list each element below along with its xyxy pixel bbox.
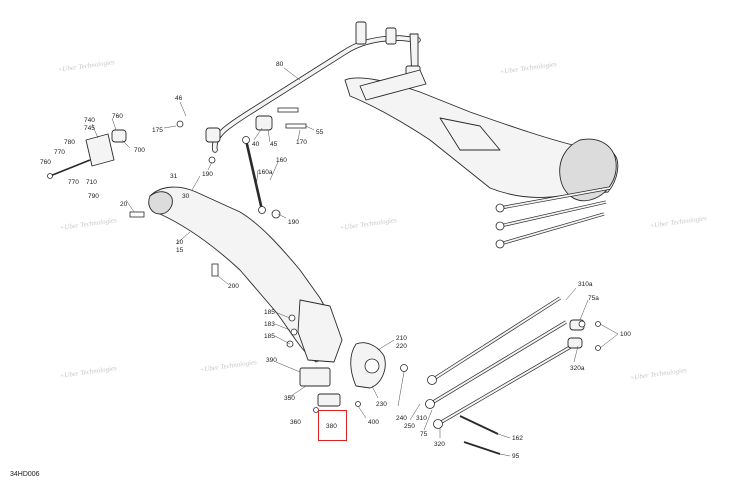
diagram-id: 34HD006 <box>10 471 40 478</box>
callout-label: 200 <box>228 283 239 290</box>
watermark: +Uber Technologies <box>499 60 557 76</box>
callout-label: 400 <box>368 419 379 426</box>
callout-label: 360 <box>290 419 301 426</box>
watermark: +Uber Technologies <box>59 364 117 380</box>
callout-label: 240 <box>396 415 407 422</box>
callout-label: 230 <box>376 401 387 408</box>
callout-label: 170 <box>296 139 307 146</box>
callout-label: 320a <box>570 365 585 372</box>
callout-label: 30 <box>182 193 190 200</box>
sway-bar-link <box>242 136 281 219</box>
callout-label-highlighted: 380 <box>326 423 337 430</box>
callout-label: 80 <box>276 61 284 68</box>
callout-label: 160 <box>276 157 287 164</box>
callout-label: 75 <box>420 431 428 438</box>
watermark: +Uber Technologies <box>629 366 687 382</box>
callout-label: 175 <box>152 127 163 134</box>
callout-label: 20 <box>120 201 128 208</box>
callout-label: 40 <box>252 141 260 148</box>
watermark: +Uber Technologies <box>199 358 257 374</box>
callout-label: 46 <box>175 95 183 102</box>
watermark: +Uber Technologies <box>57 58 115 74</box>
callout-label: 185 <box>264 333 275 340</box>
watermark: +Uber Technologies <box>649 214 707 230</box>
callout-label: 55 <box>316 129 324 136</box>
callout-label: 160a <box>258 169 273 176</box>
callout-label: 190 <box>202 171 213 178</box>
callout-label: 310 <box>416 415 427 422</box>
rear-trailing-arm-left <box>148 186 386 407</box>
callout-label: 220 <box>396 343 407 350</box>
callout-label: 95 <box>512 453 520 460</box>
callout-label: 740 <box>84 117 95 124</box>
callout-label: 745 <box>84 125 95 132</box>
callout-label: 210 <box>396 335 407 342</box>
callout-label: 15 <box>176 247 184 254</box>
watermark: +Uber Technologies <box>59 216 117 232</box>
callout-label: 31 <box>170 173 178 180</box>
bracket-assembly <box>47 129 127 179</box>
callout-label: 700 <box>134 147 145 154</box>
callout-label: 185 <box>264 309 275 316</box>
callout-label: 10 <box>176 239 184 246</box>
callout-label: 45 <box>270 141 278 148</box>
callout-label: 310a <box>578 281 593 288</box>
callout-label: 100 <box>620 331 631 338</box>
callout-label: 710 <box>86 179 97 186</box>
callout-label: 250 <box>404 423 415 430</box>
callout-label: 183 <box>264 321 275 328</box>
sway-bar <box>205 21 421 153</box>
leader-lines <box>91 67 619 457</box>
right-lateral-links <box>495 186 611 249</box>
callout-label: 760 <box>40 159 51 166</box>
callout-labels: 80 46 175 40 45 170 55 190 160 160a 190 … <box>40 61 631 460</box>
callout-label: 770 <box>68 179 79 186</box>
watermark: +Uber Technologies <box>339 216 397 232</box>
lower-lateral-links <box>425 296 585 455</box>
rear-trailing-arm-right <box>344 69 619 202</box>
callout-label: 780 <box>64 139 75 146</box>
callout-label: 790 <box>88 193 99 200</box>
callout-label: 390 <box>266 357 277 364</box>
callout-label: 770 <box>54 149 65 156</box>
callout-label: 75a <box>588 295 599 302</box>
callout-highlight-box <box>318 410 347 441</box>
callout-label: 162 <box>512 435 523 442</box>
callout-label: 760 <box>112 113 123 120</box>
callout-label: 190 <box>288 219 299 226</box>
callout-label: 350 <box>284 395 295 402</box>
callout-label: 320 <box>434 441 445 448</box>
